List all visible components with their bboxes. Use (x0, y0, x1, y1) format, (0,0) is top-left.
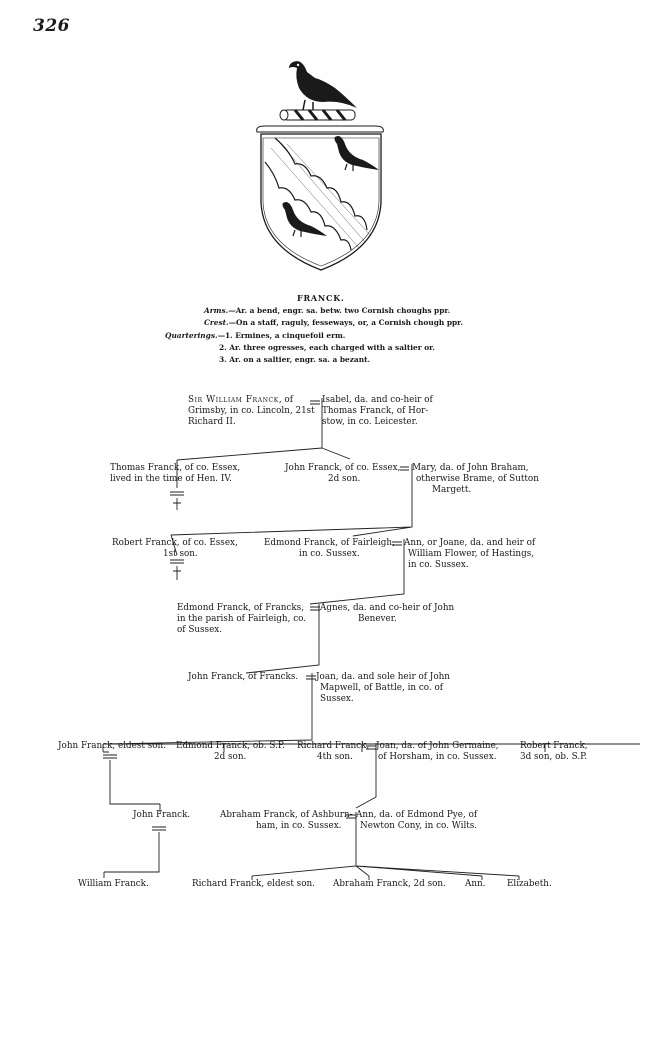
john-franck-gen2-entry: John Franck, of co. Essex, 2d son. (285, 463, 400, 485)
arms-text: —Ar. a bend, engr. sa. betw. two Cornish… (228, 306, 451, 315)
john-gen2-line-1: John Franck, of co. Essex, (285, 463, 401, 473)
ann-pye-line-1: Ann, da. of Edmond Pye, of (356, 810, 478, 820)
abraham-franck-gen8-entry: Abraham Franck, 2d son. (333, 879, 446, 889)
mary-line-2: otherwise Brame, of Sutton (416, 473, 539, 484)
agnes-line-2: Benever. (358, 613, 397, 624)
john-gen2-line-2: 2d son. (328, 473, 361, 484)
edmond-gen6-line-1: Edmond Franck, ob. S.P. (176, 741, 285, 751)
agnes-benever-entry: Agnes, da. and co-heir of John Benever. (320, 603, 454, 625)
elizabeth-entry: Elizabeth. (507, 879, 552, 889)
sir-william-line-1: , of (278, 395, 293, 405)
crest-line: Crest.—On a staff, raguly, fesseways, or… (204, 318, 463, 328)
isabel-line-1: Isabel, da. and co-heir of (322, 395, 433, 405)
thomas-line-1: Thomas Franck, of co. Essex, (110, 463, 241, 473)
john-franck-gen7-entry: John Franck. (133, 810, 191, 820)
quartering-1: —1. Ermines, a cinquefoil erm. (217, 331, 346, 340)
chough-icon (334, 136, 379, 171)
abraham-franck-gen7-entry: Abraham Franck, of Ashburn- ham, in co. … (220, 810, 353, 832)
page-number: 326 (33, 16, 70, 36)
quartering-3: 3. Ar. on a saltier, engr. sa. a bezant. (219, 355, 371, 364)
isabel-line-3: stow, in co. Leicester. (322, 416, 418, 427)
agnes-line-1: Agnes, da. and co-heir of John (320, 603, 455, 613)
mary-line-1: Mary, da. of John Braham, (412, 463, 529, 473)
sir-william-line-2: Grimsby, in co. Lincoln, 21st (188, 405, 315, 416)
isabel-line-2: Thomas Franck, of Hor- (322, 405, 429, 416)
shield-icon (260, 133, 382, 271)
robert-gen6-line-2: 3d son, ob. S.P. (520, 751, 588, 762)
richard-franck-gen8-entry: Richard Franck, eldest son. (192, 879, 315, 889)
robert-gen3-line-2: 1st son. (163, 548, 198, 559)
edmond-gen3-line-1: Edmond Franck, of Fairleigh, (264, 538, 395, 548)
coat-of-arms (256, 61, 384, 271)
thomas-franck-entry: Thomas Franck, of co. Essex, lived in th… (110, 463, 240, 485)
ann-pye-line-2: Newton Cony, in co. Wilts. (360, 820, 478, 831)
quarterings-line: Quarterings.—1. Ermines, a cinquefoil er… (165, 331, 345, 341)
joan-germaine-line-1: Joan, da. of John Germaine, (376, 741, 499, 751)
richard-gen6-line-1: Richard Franck, (297, 741, 370, 751)
abraham-gen7-line-2: ham, in co. Sussex. (256, 820, 342, 831)
joan-mapwell-entry: Joan, da. and sole heir of John Mapwell,… (316, 672, 450, 704)
john-franck-gen5-entry: John Franck, of Francks. (188, 672, 299, 682)
edmond-gen6-line-2: 2d son. (214, 751, 247, 762)
crest-label: Crest. (204, 318, 229, 327)
joan-mapwell-line-3: Sussex. (320, 693, 354, 704)
quarterings-label: Quarterings. (165, 331, 218, 340)
william-franck-entry: William Franck. (78, 879, 149, 889)
quartering-2: 2. Ar. three ogresses, each charged with… (219, 343, 435, 352)
edmond-gen3-line-2: in co. Sussex. (299, 548, 360, 559)
family-name: FRANCK. (297, 293, 345, 303)
robert-franck-gen6-entry: Robert Franck, 3d son, ob. S.P. (520, 741, 588, 763)
john-franck-eldest-entry: John Franck, eldest son. (58, 741, 166, 751)
mary-braham-entry: Mary, da. of John Braham, otherwise Bram… (412, 463, 539, 495)
arms-label: Arms. (204, 306, 229, 315)
joan-mapwell-line-2: Mapwell, of Battle, in co. of (320, 682, 444, 693)
edmond-gen4-line-2: in the parish of Fairleigh, co. (177, 613, 307, 624)
richard-franck-gen6-entry: Richard Franck, 4th son. (297, 741, 369, 763)
joan-germaine-entry: Joan, da. of John Germaine, of Horsham, … (376, 741, 499, 763)
edmond-gen4-line-3: of Sussex. (177, 624, 223, 635)
edmond-franck-gen4-entry: Edmond Franck, of Francks, in the parish… (177, 603, 306, 635)
edmond-gen4-line-1: Edmond Franck, of Francks, (177, 603, 304, 613)
chough-icon (282, 202, 327, 237)
edmond-franck-gen3-entry: Edmond Franck, of Fairleigh, in co. Suss… (264, 538, 395, 560)
ann-gen8-entry: Ann. (465, 879, 486, 889)
crest-chough-icon (289, 61, 357, 111)
ann-flower-line-1: Ann, or Joane, da. and heir of (404, 538, 536, 548)
mary-line-3: Margett. (432, 484, 472, 495)
abraham-gen7-line-1: Abraham Franck, of Ashburn- (220, 810, 353, 820)
sir-william-line-3: Richard II. (188, 416, 236, 427)
edmond-franck-gen6-entry: Edmond Franck, ob. S.P. 2d son. (176, 741, 285, 763)
sir-william-name: Sir William Franck (188, 395, 279, 405)
robert-gen6-line-1: Robert Franck, (520, 741, 588, 751)
ann-flower-entry: Ann, or Joane, da. and heir of William F… (404, 538, 535, 570)
ann-flower-line-3: in co. Sussex. (408, 559, 469, 570)
sir-william-franck-entry: Sir William Franck, of Grimsby, in co. L… (188, 395, 315, 427)
ann-flower-line-2: William Flower, of Hastings, (408, 548, 535, 559)
isabel-entry: Isabel, da. and co-heir of Thomas Franck… (322, 395, 433, 427)
ann-pye-entry: Ann, da. of Edmond Pye, of Newton Cony, … (356, 810, 477, 832)
joan-germaine-line-2: of Horsham, in co. Sussex. (378, 751, 497, 762)
arms-line: Arms.—Ar. a bend, engr. sa. betw. two Co… (204, 306, 450, 316)
robert-franck-gen3-entry: Robert Franck, of co. Essex, 1st son. (112, 538, 238, 560)
robert-gen3-line-1: Robert Franck, of co. Essex, (112, 538, 238, 548)
richard-gen6-line-2: 4th son. (317, 751, 353, 762)
crest-staff-icon (279, 109, 356, 121)
thomas-line-2: lived in the time of Hen. IV. (110, 473, 232, 484)
joan-mapwell-line-1: Joan, da. and sole heir of John (316, 672, 450, 682)
crest-text: —On a staff, raguly, fesseways, or, a Co… (228, 318, 463, 327)
